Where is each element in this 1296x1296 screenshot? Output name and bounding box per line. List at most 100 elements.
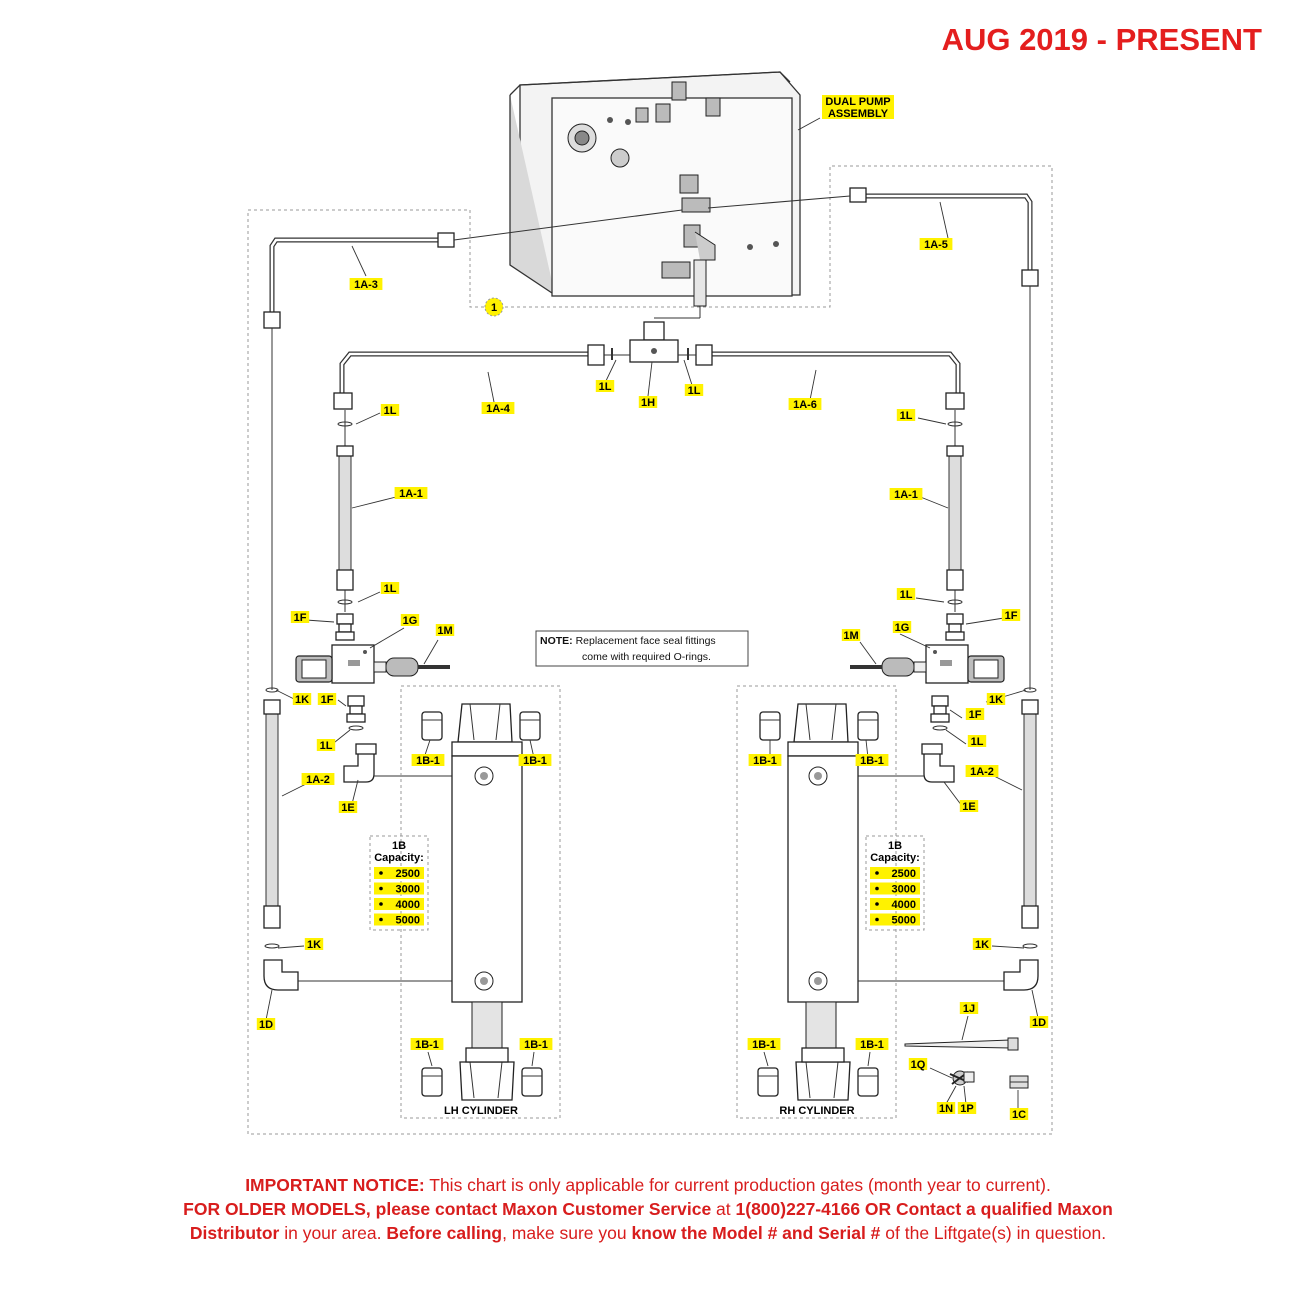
elbow-1e-left bbox=[343, 743, 377, 783]
callout-1l-23: 1L bbox=[316, 739, 336, 752]
svg-text:1F: 1F bbox=[1005, 610, 1018, 622]
svg-text:1: 1 bbox=[491, 302, 497, 314]
capacity-left: 1B Capacity: 2500 3000 4000 5000 bbox=[374, 840, 424, 927]
svg-text:1M: 1M bbox=[437, 625, 452, 637]
svg-text:5000: 5000 bbox=[892, 915, 916, 927]
callout-1a3-0: 1A-3 bbox=[349, 278, 383, 291]
svg-text:1J: 1J bbox=[963, 1003, 975, 1015]
callout-1d-36: 1D bbox=[1029, 1016, 1049, 1029]
elbow-1d-left bbox=[263, 959, 299, 991]
callout-1a4-2: 1A-4 bbox=[481, 402, 515, 415]
svg-text:1L: 1L bbox=[384, 583, 397, 595]
svg-text:1D: 1D bbox=[1032, 1017, 1046, 1029]
callout-1l-4: 1L bbox=[595, 380, 615, 393]
svg-text:1C: 1C bbox=[1012, 1109, 1026, 1121]
svg-text:Capacity:: Capacity: bbox=[870, 852, 920, 864]
callout-1b1-40: 1B-1 bbox=[855, 1038, 889, 1051]
callout-1f-22: 1F bbox=[965, 708, 985, 721]
label-dual-pump: DUAL PUMP ASSEMBLY bbox=[822, 95, 894, 120]
breather-1q-1n-1p bbox=[949, 1070, 975, 1086]
leader-lines bbox=[265, 117, 1039, 1108]
hose-1a2-right bbox=[1021, 699, 1039, 929]
svg-text:1A-2: 1A-2 bbox=[970, 766, 994, 778]
callout-1c-45: 1C bbox=[1009, 1108, 1029, 1121]
capacity-item-5000: 5000 bbox=[870, 913, 920, 927]
svg-text:NOTE: Replacement face seal fi: NOTE: Replacement face seal fittings bbox=[540, 635, 716, 647]
svg-text:3000: 3000 bbox=[396, 884, 420, 896]
svg-text:1A-1: 1A-1 bbox=[894, 489, 918, 501]
svg-text:1K: 1K bbox=[307, 939, 321, 951]
svg-text:1B-1: 1B-1 bbox=[415, 1039, 439, 1051]
lh-cylinder-label: LH CYLINDER bbox=[444, 1105, 518, 1117]
svg-text:1L: 1L bbox=[599, 381, 612, 393]
callout-1f-21: 1F bbox=[317, 693, 337, 706]
callout-1g-15: 1G bbox=[400, 614, 420, 627]
svg-text:1Q: 1Q bbox=[911, 1059, 926, 1071]
seal-1b1-rh-tl bbox=[759, 711, 781, 741]
svg-text:1B-1: 1B-1 bbox=[860, 1039, 884, 1051]
svg-text:1A-6: 1A-6 bbox=[793, 399, 817, 411]
solenoid-1m-right bbox=[850, 657, 927, 677]
callout-1g-16: 1G bbox=[892, 621, 912, 634]
capacity-item-2500: 2500 bbox=[870, 867, 920, 880]
svg-text:1B-1: 1B-1 bbox=[523, 755, 547, 767]
callout-1p-44: 1P bbox=[957, 1102, 977, 1115]
svg-text:1L: 1L bbox=[900, 410, 913, 422]
svg-text:DUAL PUMP: DUAL PUMP bbox=[825, 96, 890, 108]
svg-text:1A-2: 1A-2 bbox=[306, 774, 330, 786]
callout-1a1-9: 1A-1 bbox=[394, 487, 428, 500]
svg-text:1F: 1F bbox=[969, 709, 982, 721]
note-line1: Replacement face seal fittings bbox=[573, 635, 716, 647]
svg-text:5000: 5000 bbox=[396, 915, 420, 927]
svg-text:3000: 3000 bbox=[892, 884, 916, 896]
seal-1b1-rh-br bbox=[857, 1067, 879, 1097]
callout-1b1-31: 1B-1 bbox=[748, 754, 782, 767]
svg-text:1A-4: 1A-4 bbox=[486, 403, 511, 415]
fitting-1f-left-top bbox=[335, 613, 355, 641]
svg-text:1B: 1B bbox=[392, 840, 406, 852]
label-kit-1: 1 bbox=[484, 297, 504, 317]
callout-1l-8: 1L bbox=[896, 409, 916, 422]
seal-1b1-lh-br bbox=[521, 1067, 543, 1097]
svg-text:1B-1: 1B-1 bbox=[753, 755, 777, 767]
plug-1c bbox=[1009, 1075, 1029, 1089]
callout-1h-5: 1H bbox=[638, 396, 658, 409]
tube-1a4 bbox=[333, 344, 605, 410]
callout-1k-34: 1K bbox=[972, 938, 992, 951]
svg-text:1L: 1L bbox=[900, 589, 913, 601]
seal-1b1-rh-tr bbox=[857, 711, 879, 741]
note-bold: NOTE: bbox=[540, 635, 573, 647]
svg-text:1L: 1L bbox=[971, 736, 984, 748]
callout-1l-11: 1L bbox=[380, 582, 400, 595]
callout-1k-19: 1K bbox=[292, 693, 312, 706]
callout-1b1-37: 1B-1 bbox=[410, 1038, 444, 1051]
svg-text:Capacity:: Capacity: bbox=[374, 852, 424, 864]
callout-1n-43: 1N bbox=[936, 1102, 956, 1115]
svg-text:1D: 1D bbox=[259, 1019, 273, 1031]
cable-tie-1j bbox=[904, 1037, 1019, 1051]
fitting-1f-left-mid bbox=[346, 695, 366, 723]
svg-text:1A-1: 1A-1 bbox=[399, 488, 423, 500]
callout-1k-20: 1K bbox=[986, 693, 1006, 706]
callout-1a2-25: 1A-2 bbox=[301, 773, 335, 786]
solenoid-1m-left bbox=[373, 657, 450, 677]
seal-1b1-lh-tr bbox=[519, 711, 541, 741]
rh-cylinder-label: RH CYLINDER bbox=[779, 1105, 854, 1117]
callout-1k-33: 1K bbox=[304, 938, 324, 951]
callout-1m-18: 1M bbox=[841, 629, 861, 642]
callout-1a2-26: 1A-2 bbox=[965, 765, 999, 778]
capacity-item-3000: 3000 bbox=[374, 882, 424, 896]
svg-text:2500: 2500 bbox=[396, 868, 420, 880]
callout-1l-24: 1L bbox=[967, 735, 987, 748]
svg-text:1E: 1E bbox=[341, 802, 354, 814]
rh-cylinder bbox=[787, 703, 859, 1101]
capacity-item-4000: 4000 bbox=[870, 898, 920, 911]
svg-text:4000: 4000 bbox=[396, 899, 420, 911]
seal-1b1-lh-bl bbox=[421, 1067, 443, 1097]
callout-1d-35: 1D bbox=[256, 1018, 276, 1031]
svg-text:2500: 2500 bbox=[892, 868, 916, 880]
callout-1l-7: 1L bbox=[380, 404, 400, 417]
